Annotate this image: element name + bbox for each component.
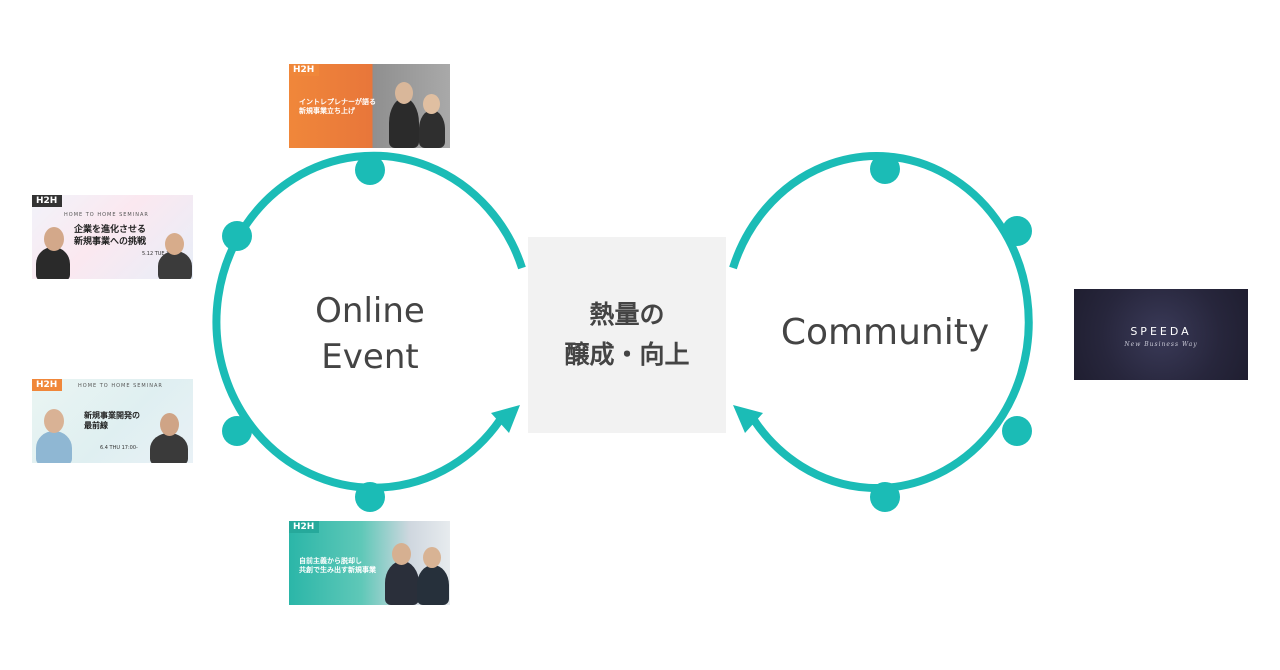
speaker-head <box>395 82 413 104</box>
online-label-line2: Event <box>321 337 419 377</box>
thumbnail-headline-line2: 新規事業立ち上げ <box>299 107 355 116</box>
speaker-head <box>160 413 179 436</box>
thumbnail-headline-line1: 企業を進化させる <box>74 225 147 235</box>
community-node-bottom <box>870 482 900 512</box>
online-loop-arrowhead <box>491 405 520 433</box>
community-node-top <box>870 154 900 184</box>
online-node-top <box>355 155 385 185</box>
thumbnail-headline-line2: 共創で生み出す新規事業 <box>299 566 376 575</box>
community-node-lower-right <box>1002 416 1032 446</box>
thumbnail-headline: 新規事業開発の 最前線 <box>84 411 140 432</box>
thumbnail-headline-line2: 最前線 <box>84 421 108 431</box>
speaker-photo <box>385 561 419 605</box>
online-event-label: Online Event <box>250 288 490 380</box>
seminar-thumbnail-left-1: H2H HOME TO HOME SEMINAR 企業を進化させる 新規事業への… <box>32 195 193 279</box>
online-node-lower-left <box>222 416 252 446</box>
speaker-photo <box>150 433 188 463</box>
community-loop-arrowhead <box>733 405 763 433</box>
speeda-tagline: New Business Way <box>1124 341 1198 348</box>
speaker-photo <box>36 247 70 279</box>
speeda-logo-text: SPEEDA <box>1130 325 1192 338</box>
online-loop-arc <box>212 151 526 492</box>
speaker-head <box>423 94 440 114</box>
thumbnail-headline-line1: 新規事業開発の <box>84 411 140 420</box>
seminar-series: HOME TO HOME SEMINAR <box>78 383 163 389</box>
speaker-photo <box>417 565 449 605</box>
thumbnail-headline-line1: 自前主義から脱却し <box>299 557 362 565</box>
speaker-photo <box>36 431 72 463</box>
h2h-logo: H2H <box>289 64 320 76</box>
online-label-line1: Online <box>315 291 425 331</box>
community-label: Community <box>780 312 990 353</box>
h2h-logo: H2H <box>32 195 63 207</box>
speaker-head <box>44 227 64 251</box>
seminar-date: 5.12 TUE 17:00- <box>142 251 183 257</box>
thumbnail-headline: 自前主義から脱却し 共創で生み出す新規事業 <box>299 557 376 575</box>
speaker-head <box>165 233 184 255</box>
seminar-series: HOME TO HOME SEMINAR <box>64 212 149 218</box>
thumbnail-headline-line1: イントレプレナーが語る <box>299 98 376 106</box>
thumbnail-headline-line2: 新規事業への挑戦 <box>74 236 147 247</box>
seminar-thumbnail-top: H2H イントレプレナーが語る 新規事業立ち上げ <box>289 64 450 148</box>
center-box: 熱量の 醸成・向上 <box>528 237 726 433</box>
h2h-logo: H2H <box>289 521 320 533</box>
online-node-bottom <box>355 482 385 512</box>
center-text: 熱量の 醸成・向上 <box>528 295 726 375</box>
community-node-upper-right <box>1002 216 1032 246</box>
thumbnail-headline: 企業を進化させる 新規事業への挑戦 <box>74 225 146 248</box>
h2h-logo: H2H <box>32 379 63 391</box>
thumbnail-headline: イントレプレナーが語る 新規事業立ち上げ <box>299 98 376 116</box>
seminar-thumbnail-bottom: H2H 自前主義から脱却し 共創で生み出す新規事業 <box>289 521 450 605</box>
seminar-date: 6.4 THU 17:00- <box>100 445 138 451</box>
online-node-upper-left <box>222 221 252 251</box>
speaker-head <box>44 409 64 433</box>
speaker-photo <box>389 98 419 148</box>
seminar-thumbnail-left-2: H2H HOME TO HOME SEMINAR 新規事業開発の 最前線 6.4… <box>32 379 193 463</box>
speaker-head <box>392 543 411 565</box>
speeda-community-image: SPEEDA New Business Way <box>1074 289 1248 380</box>
speaker-photo <box>158 251 192 279</box>
community-loop-arc <box>729 152 1033 493</box>
center-text-line2: 醸成・向上 <box>564 340 690 369</box>
center-text-line1: 熱量の <box>589 300 665 329</box>
speaker-head <box>423 547 441 568</box>
speaker-photo <box>419 110 445 148</box>
